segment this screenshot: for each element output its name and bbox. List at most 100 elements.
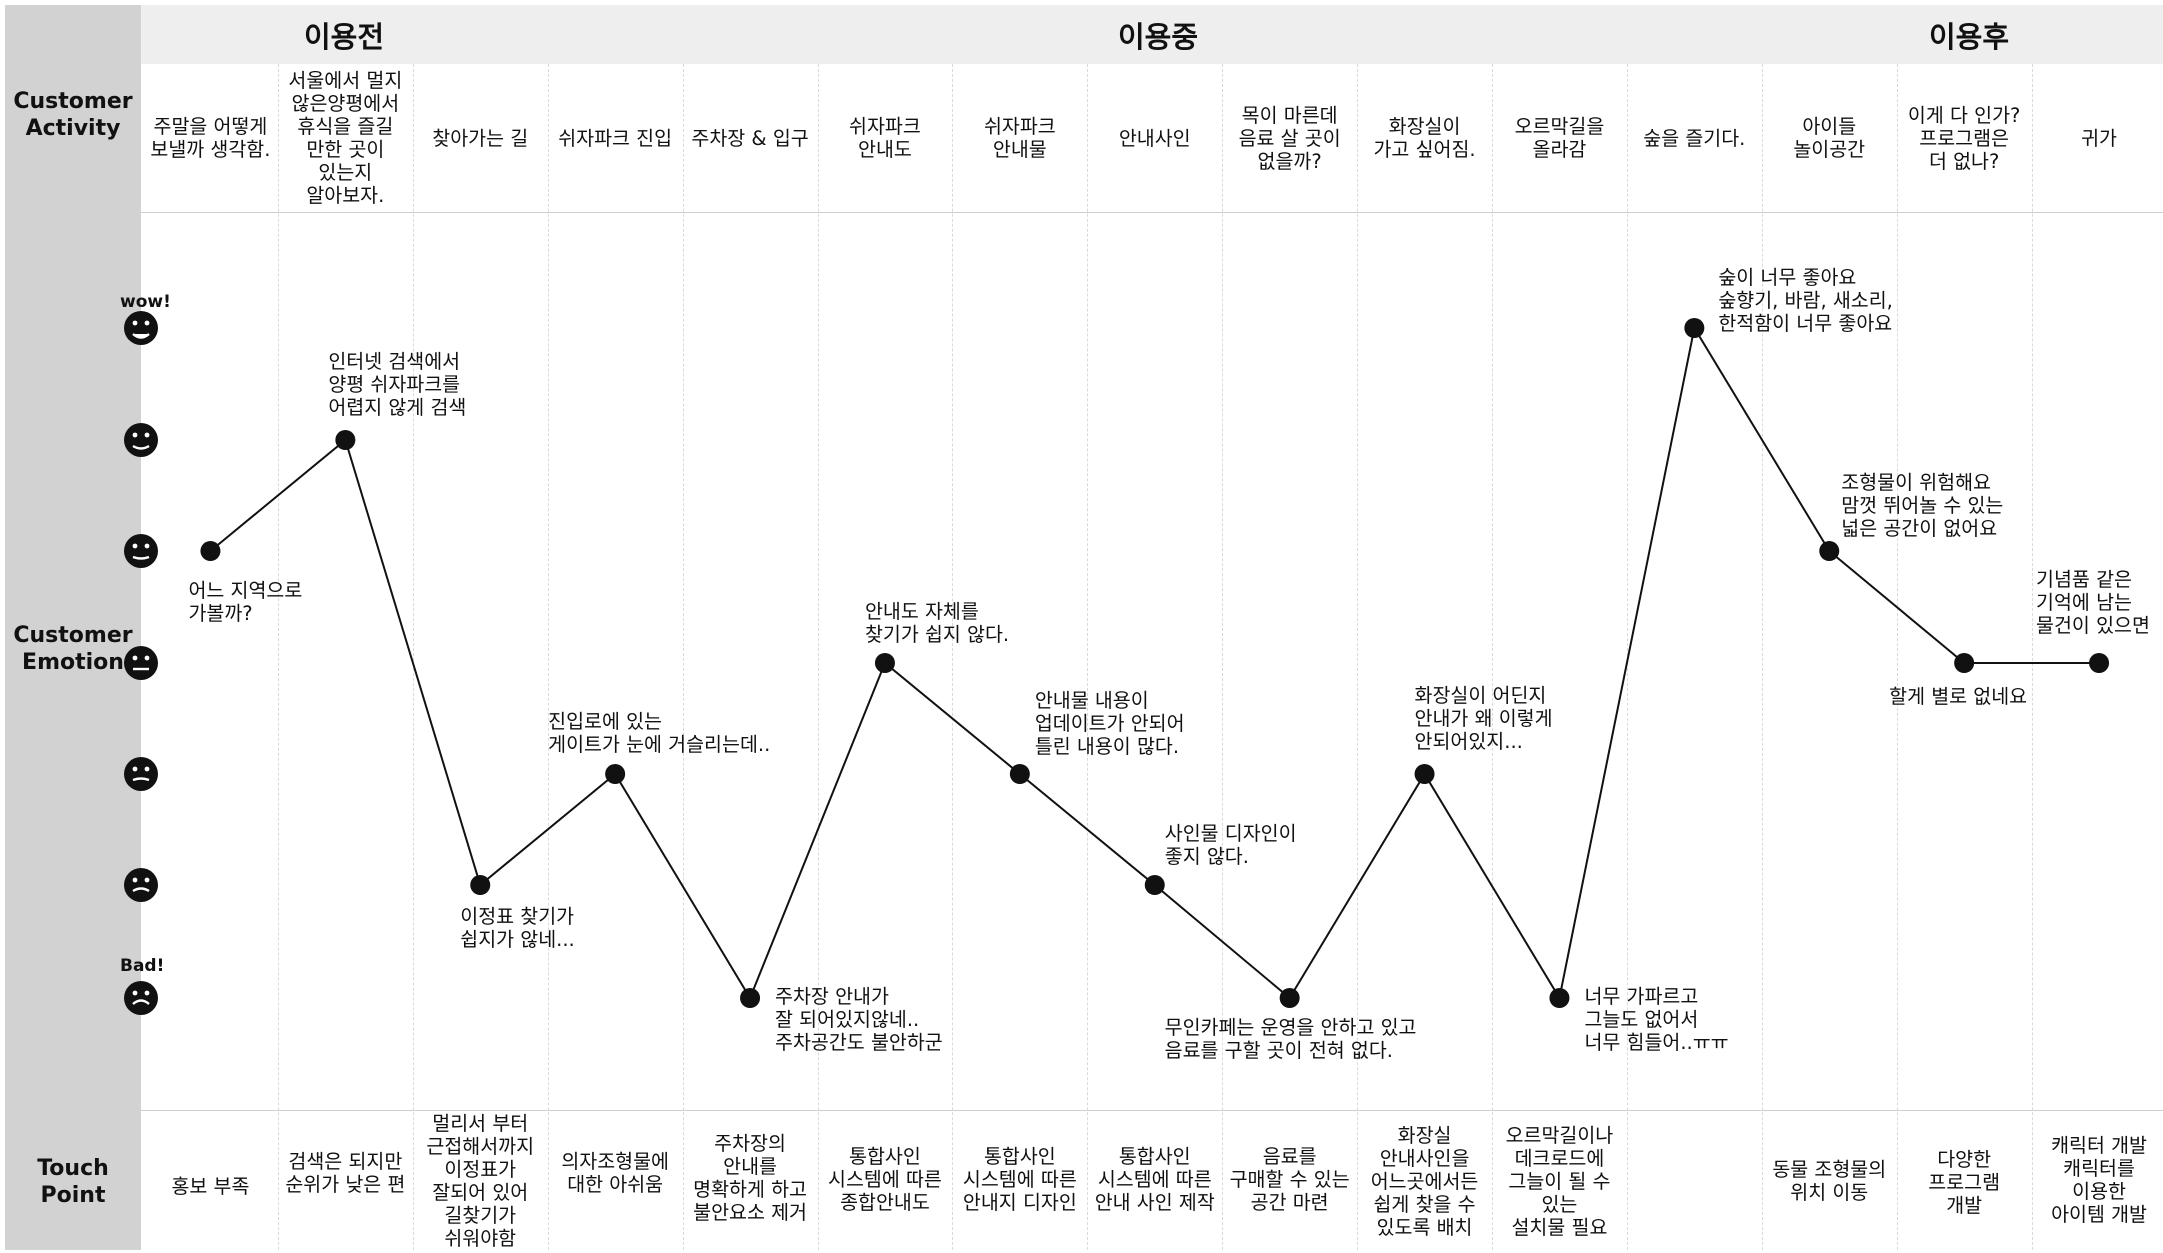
phase-header-band: [141, 5, 2163, 64]
emotion-point: [1144, 875, 1165, 895]
touchpoint-text: 홍보 부족: [171, 1175, 250, 1198]
activity-text: 아이들 놀이공간: [1793, 115, 1866, 161]
touchpoint-cell: 캐릭터 개발 캐릭터를 이용한 아이템 개발: [2032, 1134, 2163, 1226]
emotion-point: [605, 764, 626, 784]
activity-text: 찾아가는 길: [432, 126, 529, 150]
emotion-point: [874, 653, 895, 673]
touchpoint-cell: 음료를 구매할 수 있는 공간 마련: [1223, 1145, 1357, 1214]
touchpoint-cell: 다양한 프로그램 개발: [1897, 1148, 2031, 1217]
activity-cell: 귀가: [2032, 66, 2163, 210]
activity-cell: 주차장 & 입구: [683, 66, 817, 210]
emotion-face-features: [132, 877, 150, 893]
touchpoint-cell: 통합사인 시스템에 따른 안내지 디자인: [953, 1145, 1087, 1214]
column-gridline: [277, 64, 279, 1250]
emotion-point: [740, 988, 761, 1008]
row-label-touchpoint: Touch Point: [37, 1156, 109, 1208]
touchpoint-text: 다양한 프로그램 개발: [1928, 1148, 2001, 1217]
activity-cell: 쉬자파크 안내물: [953, 66, 1087, 210]
touchpoint-text: 의자조형물에 대한 아쉬움: [561, 1150, 669, 1196]
column-gridline: [1087, 64, 1089, 1250]
emotion-annotation: 어느 지역으로 가볼까?: [188, 579, 303, 625]
emotion-face-icon: [124, 868, 158, 902]
emotion-annotation: 주차장 안내가 잘 되어있지않네.. 주차공간도 불안하군: [775, 985, 943, 1054]
activity-text: 화장실이 가고 싶어짐.: [1373, 115, 1476, 161]
activity-cell: 목이 마른데 음료 살 곳이 없을까?: [1223, 66, 1357, 210]
emotion-point: [1549, 988, 1570, 1008]
activity-row-divider: [141, 212, 2163, 213]
activity-text: 숲을 즐기다.: [1643, 126, 1746, 150]
emotion-point: [1414, 764, 1435, 784]
activity-cell: 쉬자파크 진입: [548, 66, 682, 210]
emotion-annotation: 진입로에 있는 게이트가 눈에 거슬리는데..: [548, 710, 771, 756]
touchpoint-text: 주차장의 안내를 명확하게 하고 불안요소 제거: [693, 1132, 807, 1224]
activity-cell: 이게 다 인가? 프로그램은 더 없나?: [1897, 66, 2031, 210]
touchpoint-text: 화장실 안내사인을 어느곳에서든 쉽게 찾을 수 있도록 배치: [1370, 1124, 1479, 1239]
touchpoint-row-divider: [141, 1110, 2163, 1111]
emotion-annotation: 기념품 같은 기억에 남는 물건이 있으면: [2036, 568, 2150, 637]
activity-cell: 찾아가는 길: [413, 66, 547, 210]
emotion-annotation: 이정표 찾기가 쉽지가 않네...: [460, 905, 575, 951]
emotion-face-icon: [124, 534, 158, 568]
emotion-face-icon: [124, 646, 158, 680]
emotion-annotation: 안내도 자체를 찾기가 쉽지 않다.: [864, 600, 1010, 646]
emotion-face-icon: [124, 423, 158, 457]
column-gridline: [1761, 64, 1763, 1250]
column-gridline: [1357, 64, 1359, 1250]
emotion-scale-top-label: wow!: [120, 292, 171, 312]
activity-text: 목이 마른데 음료 살 곳이 없을까?: [1238, 103, 1341, 173]
activity-cell: 숲을 즐기다.: [1627, 66, 1761, 210]
emotion-point: [1954, 653, 1975, 673]
emotion-annotation: 무인카페는 운영을 안하고 있고 음료를 구할 곳이 전혀 없다.: [1164, 1016, 1417, 1062]
touchpoint-text: 캐릭터 개발 캐릭터를 이용한 아이템 개발: [2051, 1134, 2147, 1226]
touchpoint-text: 동물 조형물의 위치 이동: [1772, 1158, 1887, 1204]
activity-text: 서울에서 멀지 않은양평에서 휴식을 즐길 만한 곳이 있는지 알아보자.: [288, 69, 403, 207]
touchpoint-text: 검색은 되지만 순위가 낮은 편: [285, 1150, 406, 1196]
emotion-point: [470, 875, 491, 895]
emotion-annotation: 안내물 내용이 업데이트가 안되어 틀린 내용이 많다.: [1034, 689, 1185, 758]
column-gridline: [817, 64, 819, 1250]
activity-text: 쉬자파크 진입: [558, 126, 673, 150]
emotion-annotation: 너무 가파르고 그늘도 없어서 너무 힘들어..ㅠㅠ: [1584, 985, 1729, 1054]
column-gridline: [682, 64, 684, 1250]
emotion-annotation: 인터넷 검색에서 양평 쉬자파크를 어렵지 않게 검색: [328, 350, 467, 419]
emotion-annotation: 사인물 디자인이 좋지 않다.: [1164, 822, 1297, 868]
emotion-annotation: 숲이 너무 좋아요 숲향기, 바람, 새소리, 한적함이 너무 좋아요: [1718, 266, 1893, 335]
emotion-point: [1279, 988, 1300, 1008]
activity-text: 주말을 어떻게 보낼까 생각함.: [150, 115, 271, 161]
activity-cell: 화장실이 가고 싶어짐.: [1358, 66, 1492, 210]
touchpoint-cell: 홍보 부족: [143, 1175, 277, 1198]
activity-text: 쉬자파크 안내물: [983, 115, 1056, 161]
row-label-sidebar: [5, 5, 141, 1250]
column-gridline: [1492, 64, 1493, 1250]
emotion-face-icon: [124, 981, 158, 1015]
activity-text: 안내사인: [1118, 126, 1191, 150]
emotion-face-icon: [124, 311, 158, 345]
activity-text: 이게 다 인가? 프로그램은 더 없나?: [1907, 103, 2021, 173]
touchpoint-cell: 주차장의 안내를 명확하게 하고 불안요소 제거: [683, 1132, 817, 1224]
emotion-annotation: 화장실이 어딘지 안내가 왜 이렇게 안되어있지...: [1414, 684, 1553, 753]
activity-text: 오르막길을 올라감: [1514, 115, 1605, 161]
activity-text: 귀가: [2081, 126, 2117, 150]
column-gridline: [412, 64, 414, 1250]
activity-cell: 안내사인: [1088, 66, 1222, 210]
touchpoint-text: 통합사인 시스템에 따른 안내지 디자인: [962, 1145, 1077, 1214]
activity-cell: 쉬자파크 안내도: [818, 66, 952, 210]
activity-cell: 오르막길을 올라감: [1492, 66, 1626, 210]
row-label-activity: Customer Activity: [13, 89, 133, 141]
emotion-annotation: 조형물이 위험해요 맘껏 뛰어놀 수 있는 넓은 공간이 없어요: [1841, 471, 2004, 540]
emotion-face-features: [132, 766, 150, 782]
emotion-face-features: [132, 655, 150, 671]
touchpoint-cell: 동물 조형물의 위치 이동: [1762, 1158, 1896, 1204]
activity-cell: 주말을 어떻게 보낼까 생각함.: [143, 66, 277, 210]
activity-text: 주차장 & 입구: [691, 126, 809, 150]
emotion-point: [2089, 653, 2110, 673]
emotion-line: [209, 325, 2100, 1001]
emotion-face-icon: [124, 757, 158, 791]
touchpoint-cell: 오르막길이나 데크로드에 그늘이 될 수 있는 설치물 필요: [1492, 1124, 1626, 1239]
touchpoint-text: 멀리서 부터 근접해서까지 이정표가 잘되어 있어 길찾기가 쉬워야함: [426, 1112, 535, 1250]
emotion-point: [1684, 318, 1705, 338]
emotion-face-features: [132, 990, 150, 1005]
emotion-point: [1819, 541, 1840, 561]
